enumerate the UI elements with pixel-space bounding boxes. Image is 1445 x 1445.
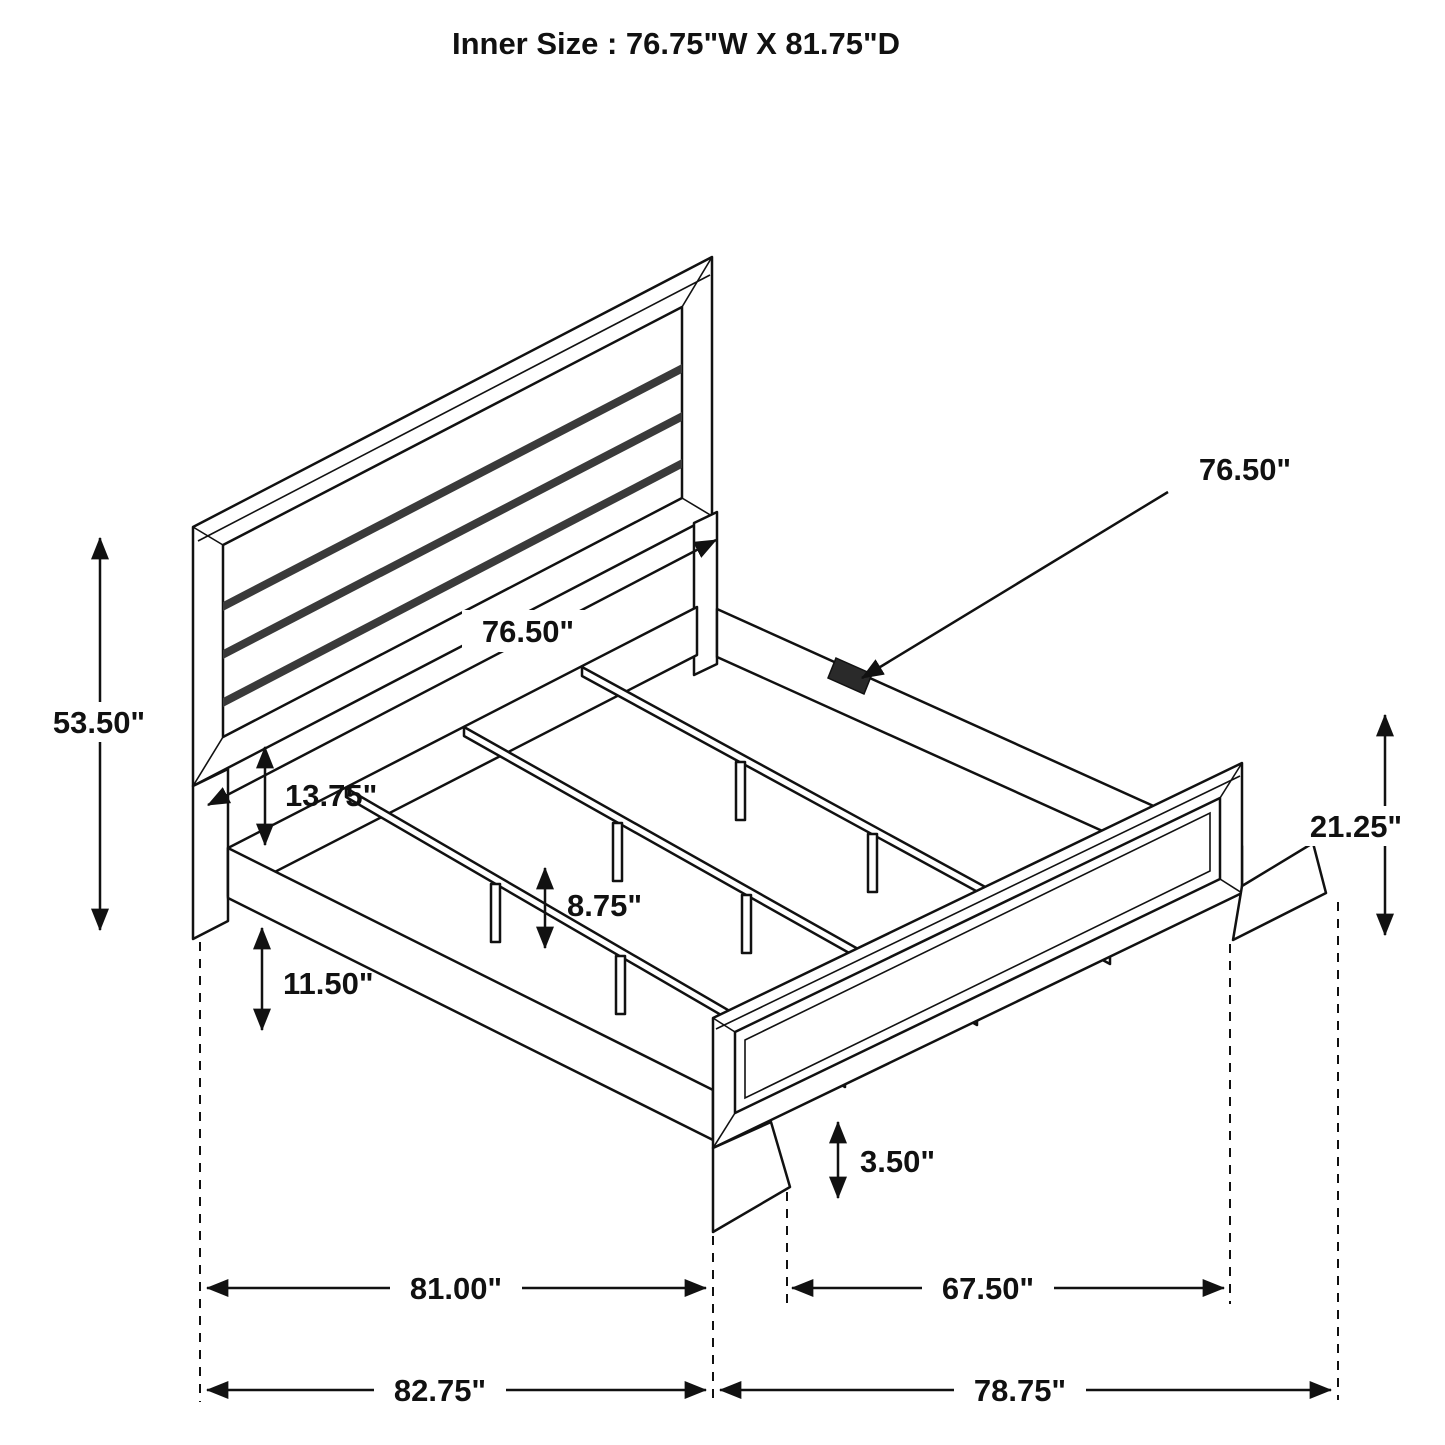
label-bg (36, 702, 162, 742)
headboard-left-post (191, 767, 230, 941)
label-bg (374, 1368, 506, 1410)
dim-footboard-clearance: 3.50" (829, 1120, 935, 1200)
center-rail-bracket (827, 656, 873, 696)
label-bg (462, 610, 594, 652)
dim-label-side-rail-height: 11.50" (283, 966, 374, 1001)
dim-side-rail-height: 11.50" (253, 926, 374, 1032)
dim-panel-to-rail: 13.75" (256, 745, 377, 847)
pointer-arrow (861, 490, 1169, 680)
dim-outer-length: 82.75" (205, 1368, 708, 1410)
footboard-top-cap-line (715, 775, 1241, 1030)
label-bg (1292, 806, 1420, 846)
footboard-near-foot (711, 1120, 792, 1234)
label-bg (390, 1266, 522, 1308)
label-bg (954, 1368, 1086, 1410)
footboard-panel-recess (744, 811, 1211, 1100)
dim-center-support-height: 8.75" (536, 866, 642, 950)
dim-label-center-support-height: 8.75" (567, 888, 642, 923)
dim-inner-length: 81.00" (205, 1266, 708, 1308)
extension-lines (199, 902, 1339, 1402)
footboard-far-foot (1231, 841, 1328, 942)
footboard-mitre-br (1219, 878, 1243, 894)
dim-label-panel-to-rail: 13.75" (285, 778, 377, 813)
center-rail-2-leg-2 (740, 893, 753, 955)
dim-label-headboard-height: 53.50" (53, 705, 145, 740)
center-rail-1-leg-1 (489, 882, 502, 944)
diagram-title: Inner Size : 76.75"W X 81.75"D (452, 26, 900, 61)
dim-footboard-height: 21.25" (1292, 713, 1420, 937)
footboard (711, 761, 1328, 1234)
dim-footboard-outer-width: 78.75" (718, 1368, 1333, 1410)
center-rail-2-leg-1 (611, 821, 624, 883)
footboard-mitre-tl (712, 1017, 736, 1033)
dim-label-inner-length: 81.00" (410, 1271, 502, 1306)
headboard-mitre-tr (681, 256, 713, 308)
footboard-inner-panel (733, 796, 1222, 1115)
footboard-mitre-bl (712, 1112, 736, 1149)
dim-slat-width-pointer: 76.50" (861, 452, 1291, 680)
dim-label-headboard-width: 76.50" (482, 614, 574, 649)
center-rail-3-leg-1 (734, 760, 747, 822)
center-rail-1-leg-2 (614, 954, 627, 1016)
dim-label-footboard-height: 21.25" (1310, 809, 1402, 844)
center-rail-3-leg-2 (866, 832, 879, 894)
dim-headboard-height: 53.50" (36, 536, 162, 932)
label-bg (922, 1266, 1054, 1308)
dim-label-footboard-outer-width: 78.75" (974, 1373, 1066, 1408)
dim-label-outer-length: 82.75" (394, 1373, 486, 1408)
dim-label-slat-width: 76.50" (1199, 452, 1291, 487)
dim-label-footboard-clearance: 3.50" (860, 1144, 935, 1179)
dim-headboard-width: 76.50" (207, 538, 717, 807)
bed-frame-drawing (191, 255, 1328, 1234)
headboard-top-cap-line (197, 274, 711, 542)
headboard-mitre-br (681, 497, 713, 517)
headboard-width-arrow (207, 538, 717, 807)
dim-label-footboard-inner-width: 67.50" (942, 1271, 1034, 1306)
dim-footboard-inner-width: 67.50" (790, 1266, 1226, 1308)
footboard-mitre-tr (1219, 762, 1243, 799)
